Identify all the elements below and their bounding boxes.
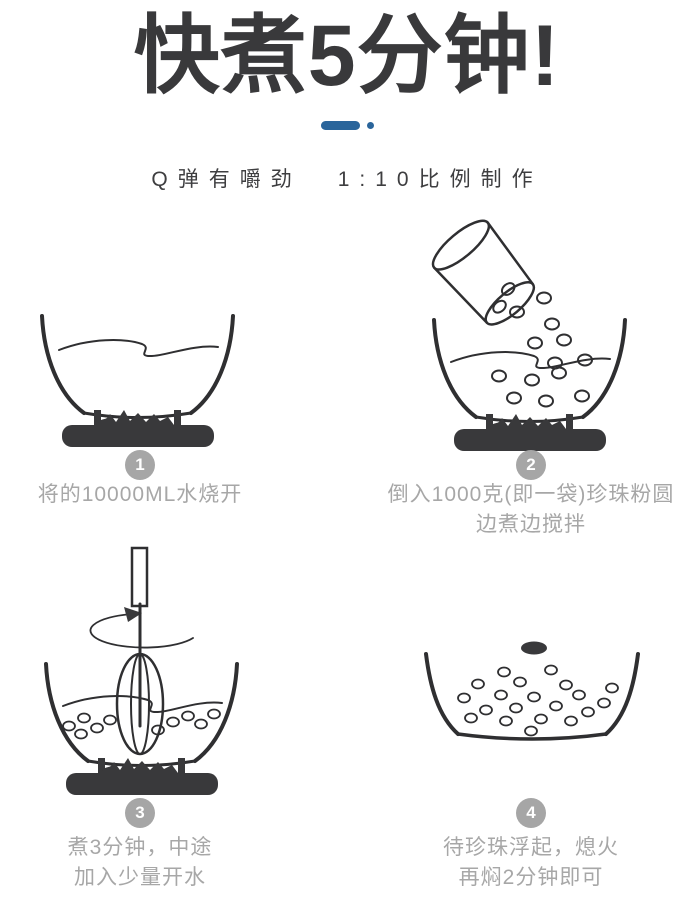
step-number: 4 <box>526 803 536 822</box>
finished-pearls-bowl-illustration <box>424 641 640 741</box>
subtitle-texture: Q弹有嚼劲 <box>151 168 302 191</box>
pouring-pearls-illustration <box>431 219 627 451</box>
step-4-number-badge: 4 <box>516 798 546 828</box>
subtitle: Q弹有嚼劲 1:10比例制作 <box>0 165 694 195</box>
caption-line: 再焖2分钟即可 <box>458 866 604 889</box>
caption-line: 倒入1000克(即一袋)珍珠粉圆 <box>387 483 675 506</box>
caption-line: 煮3分钟，中途 <box>67 836 213 859</box>
whisk-stirring-illustration <box>44 546 239 795</box>
pot-boiling-illustration <box>40 314 235 447</box>
caption-line: 加入少量开水 <box>74 866 206 889</box>
page-title: 快煮5分钟! <box>133 8 561 104</box>
step-4-caption: 待珍珠浮起，熄火 再焖2分钟即可 <box>372 833 690 893</box>
divider-bar <box>320 121 360 130</box>
step-3-caption: 煮3分钟，中途 加入少量开水 <box>10 833 270 893</box>
step-2-number-badge: 2 <box>516 450 546 480</box>
step-number: 3 <box>135 803 145 822</box>
caption-line: 待珍珠浮起，熄火 <box>443 836 619 859</box>
step-number: 1 <box>135 455 145 474</box>
step-number: 2 <box>526 455 536 474</box>
step-3-number-badge: 3 <box>125 798 155 828</box>
divider-dot <box>366 122 374 129</box>
subtitle-ratio: 1:10比例制作 <box>337 168 543 191</box>
step-1-caption: 将的10000ML水烧开 <box>10 480 270 510</box>
step-1-number-badge: 1 <box>125 450 155 480</box>
divider <box>0 121 694 130</box>
caption-line: 将的10000ML水烧开 <box>37 483 243 506</box>
step-2-caption: 倒入1000克(即一袋)珍珠粉圆 边煮边搅拌 <box>372 480 690 540</box>
caption-line: 边煮边搅拌 <box>476 513 586 536</box>
